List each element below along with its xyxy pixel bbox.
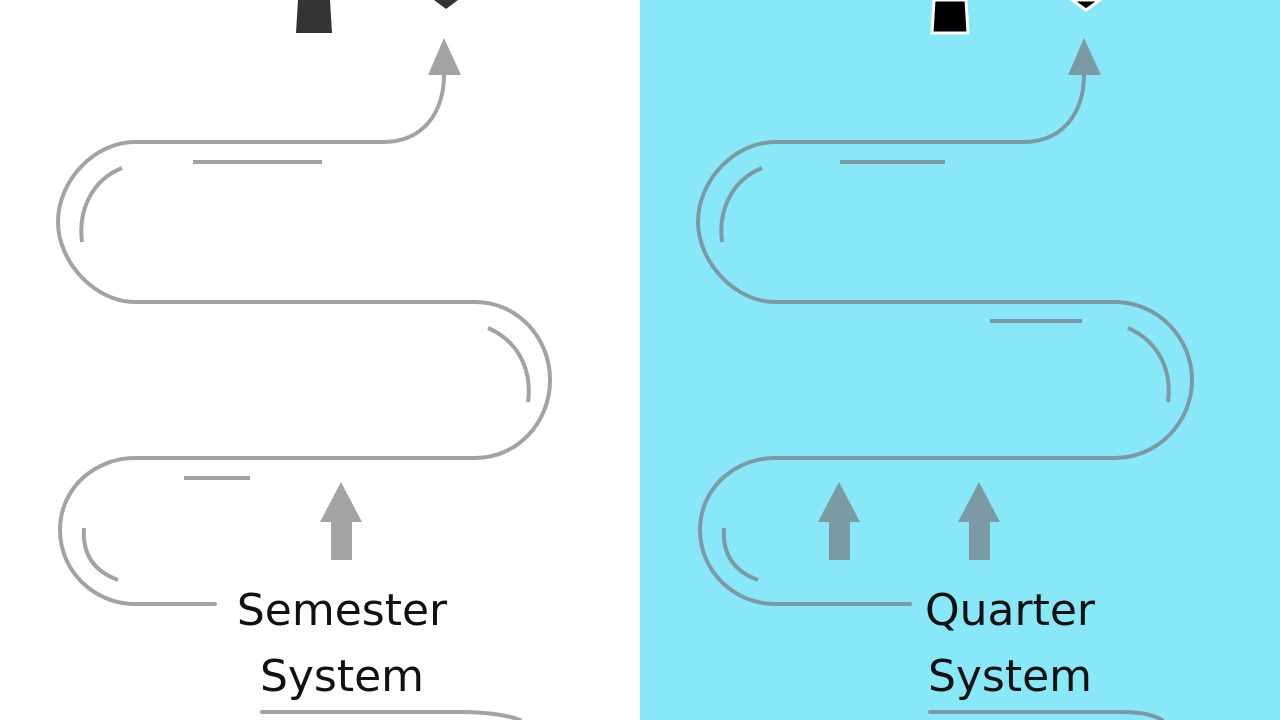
- quarter-lane-mark: [721, 527, 759, 582]
- semester-lane-mark: [79, 166, 123, 243]
- quarter-panel: Quarter System: [640, 0, 1280, 720]
- semester-lane-mark: [81, 527, 119, 582]
- quarter-lane-marks: [719, 160, 1171, 582]
- semester-caption-line1: Semester: [236, 585, 448, 636]
- quarter-caption-line1: Quarter: [925, 585, 1095, 636]
- semester-road-bottom: [260, 710, 522, 720]
- semester-road: [55, 73, 553, 720]
- semester-top-figure: [296, 0, 458, 33]
- semester-road-diagram: [55, 0, 553, 720]
- quarter-end-arrow: [1068, 38, 1101, 75]
- semester-winding-road: [55, 73, 553, 606]
- quarter-caption-line2: System: [927, 651, 1093, 702]
- semester-lane-marks: [79, 160, 531, 582]
- semester-lane-arrow: [320, 482, 362, 560]
- quarter-road-diagram: [640, 0, 1280, 720]
- quarter-winding-road: [695, 73, 1195, 606]
- quarter-lane-arrow: [958, 482, 1000, 560]
- quarter-lane-mark: [1127, 326, 1171, 403]
- semester-caption-line2: System: [259, 651, 425, 702]
- quarter-lane-mark: [719, 166, 763, 243]
- quarter-road: [695, 73, 1195, 720]
- quarter-road-bottom: [928, 710, 1164, 720]
- semester-caption: Semester System: [220, 578, 464, 710]
- semester-lane-mark: [487, 326, 531, 403]
- semester-panel: Semester System: [55, 0, 553, 720]
- quarter-lane-arrow: [818, 482, 860, 560]
- quarter-caption: Quarter System: [888, 578, 1132, 710]
- semester-end-arrow: [428, 38, 461, 75]
- quarter-top-figure: [930, 0, 1103, 35]
